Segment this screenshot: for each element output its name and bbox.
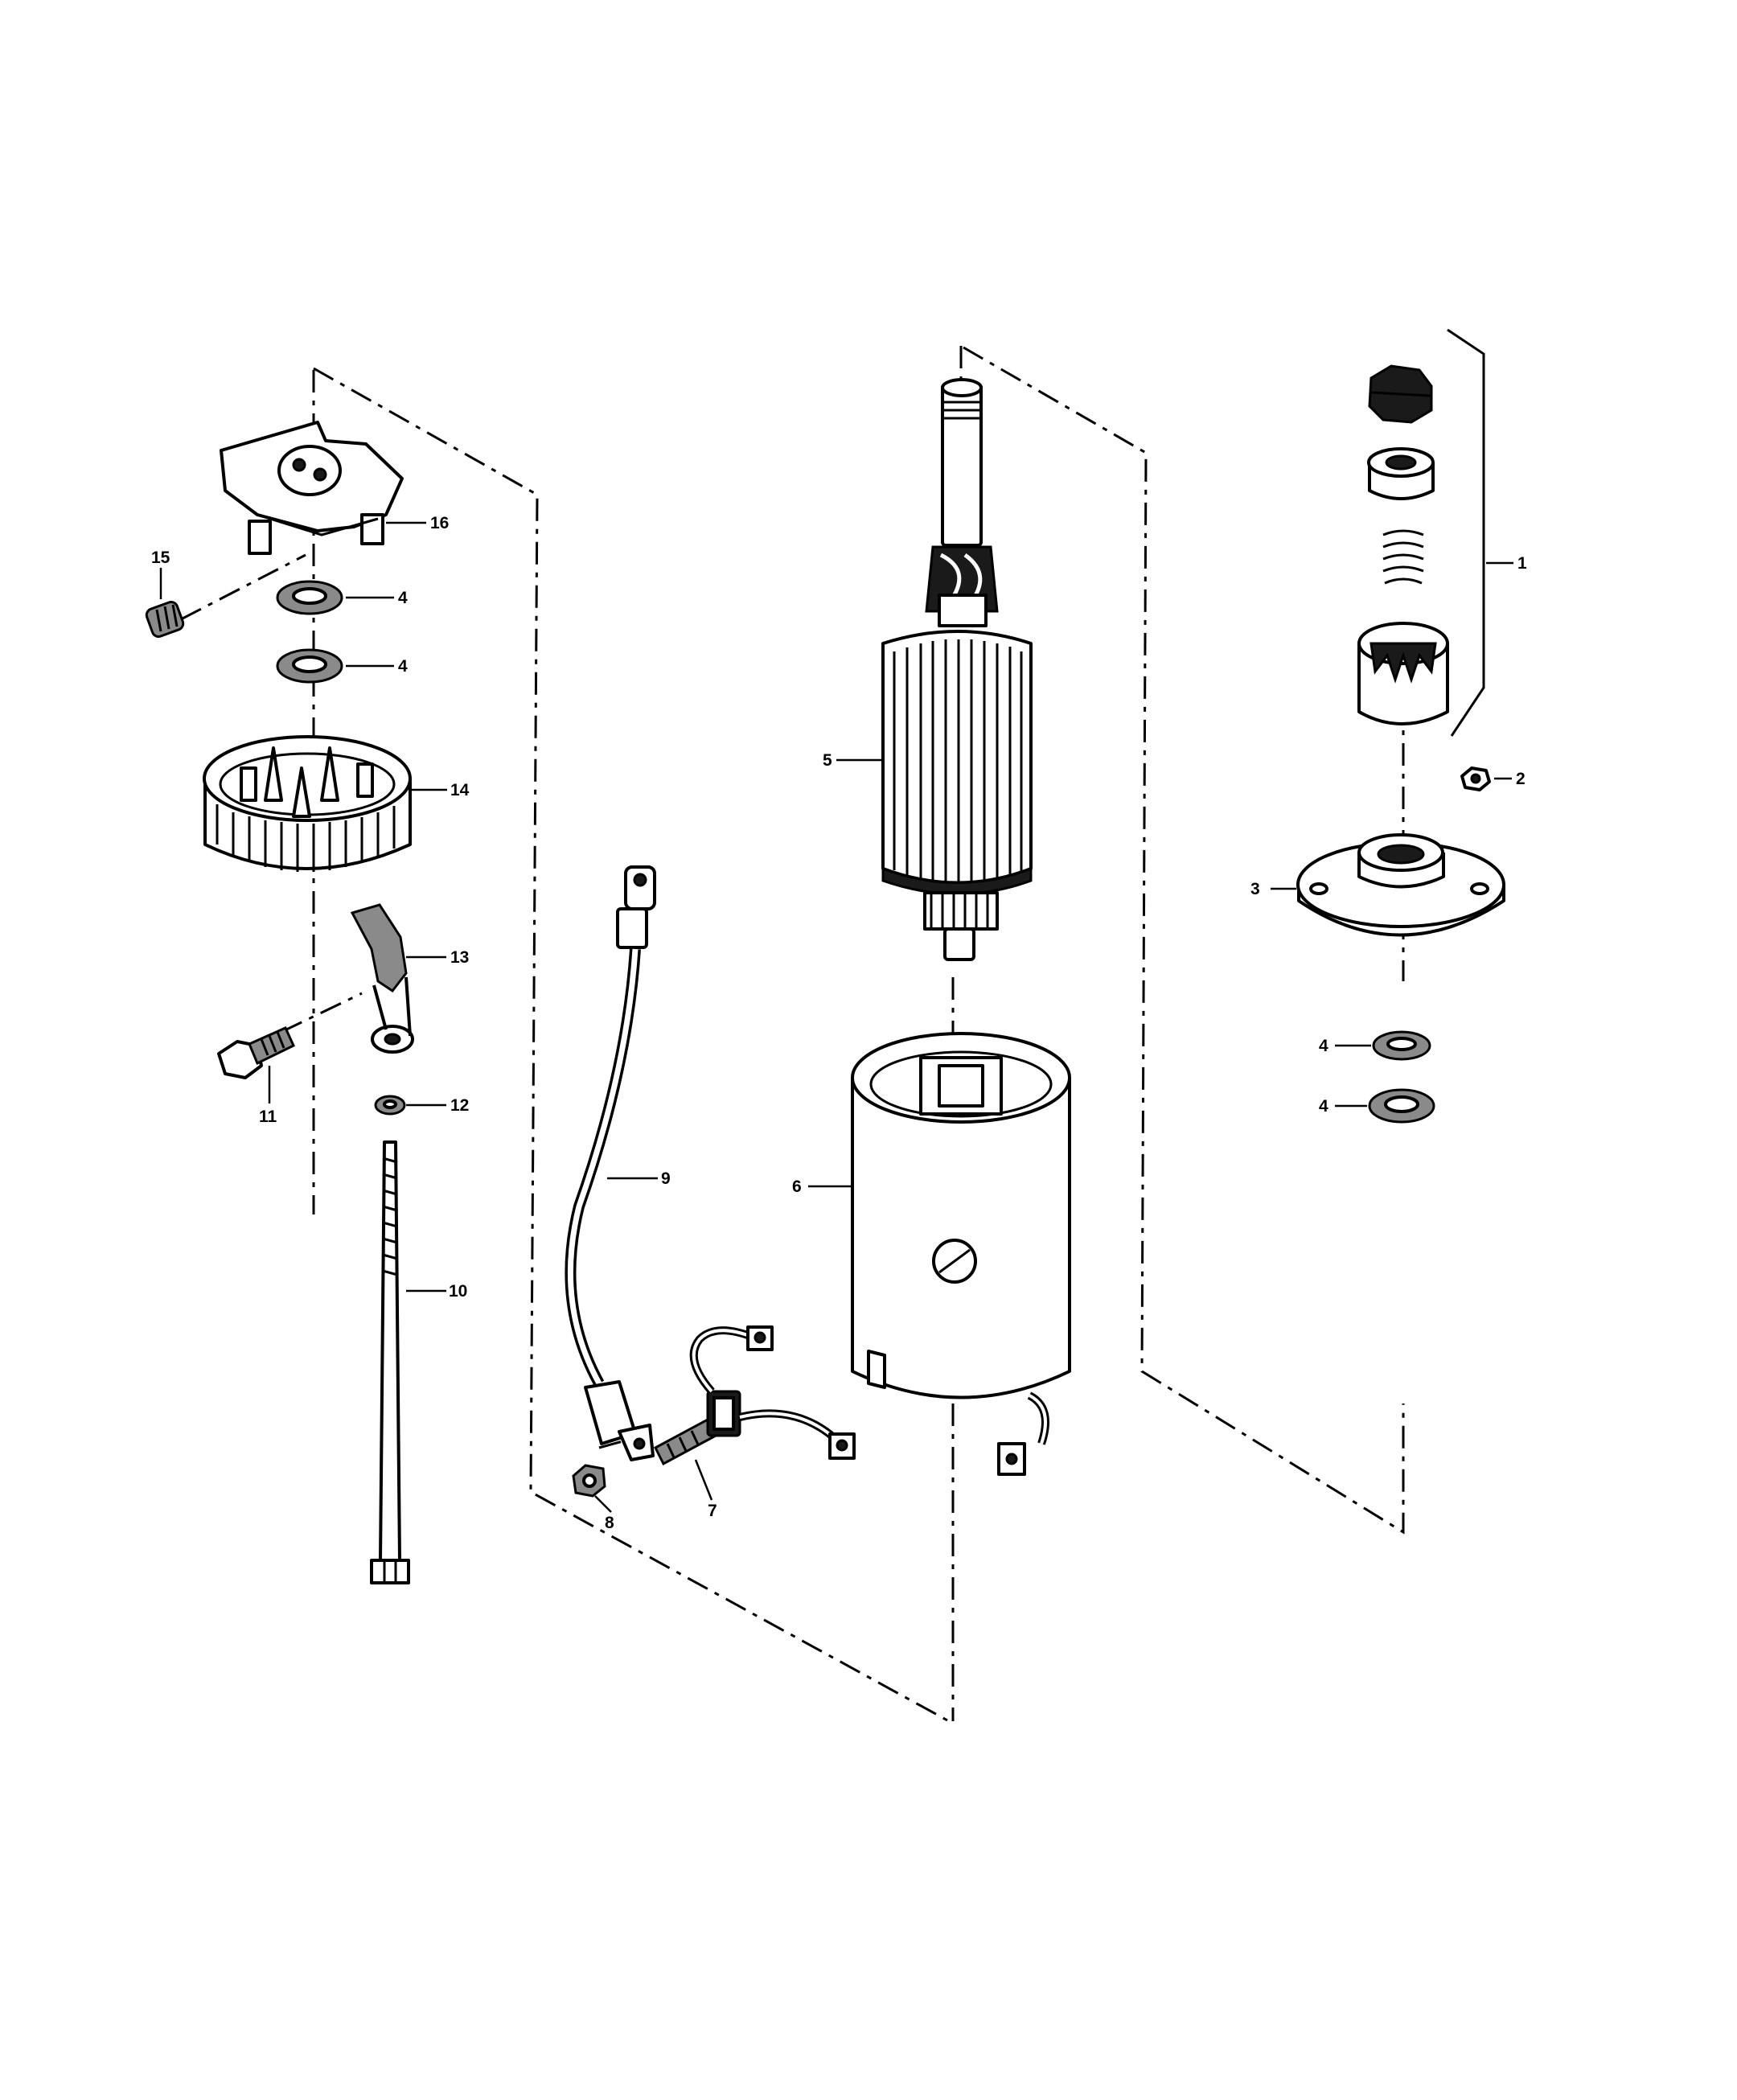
callout-8: 8: [605, 1514, 614, 1532]
part-drive-end-head: [1296, 833, 1505, 937]
part-end-head: [203, 735, 412, 872]
callout-4: 4: [398, 657, 408, 676]
part-bolt: [217, 1026, 295, 1079]
callout-4: 4: [1319, 1037, 1328, 1055]
part-armature: [881, 378, 1033, 961]
part-washer-right-upper: [1372, 1030, 1431, 1061]
part-washer-right-lower: [1368, 1088, 1435, 1124]
callout-2: 2: [1516, 770, 1526, 788]
callout-3: 3: [1250, 880, 1260, 898]
callout-9: 9: [661, 1169, 671, 1188]
callout-7: 7: [708, 1502, 717, 1520]
callout-4: 4: [398, 589, 408, 607]
nut-8-line: [598, 1434, 644, 1449]
callout-14: 14: [450, 781, 470, 799]
callout-12: 12: [450, 1096, 469, 1115]
drive-bracket: [1447, 328, 1485, 737]
left-assembly-outline: [313, 367, 950, 1723]
part-washer-left-lower: [276, 648, 343, 684]
part-nut: [572, 1464, 606, 1498]
callout-labels: 1 2 3 4 4 4 4 5 6 7 8 9 10 11 12 13 14 1…: [151, 514, 1527, 1532]
part-through-bolt: [370, 1140, 410, 1584]
bolt-11-line: [281, 992, 363, 1034]
callout-5: 5: [823, 751, 832, 770]
callout-13: 13: [450, 948, 469, 967]
part-drive-assembly: [1357, 364, 1449, 725]
part-field-frame: [851, 1032, 1071, 1476]
callout-11: 11: [259, 1108, 277, 1126]
part-set-screw: [145, 600, 185, 639]
callout-10: 10: [449, 1282, 467, 1301]
leader-lines: [159, 521, 1513, 1513]
part-hex-nut: [1460, 766, 1491, 791]
part-brush-set: [654, 1325, 856, 1466]
callout-4: 4: [1319, 1097, 1328, 1116]
callout-15: 15: [151, 549, 170, 567]
callout-6: 6: [792, 1177, 802, 1196]
callout-1: 1: [1517, 554, 1527, 573]
part-brush-lead: [350, 903, 414, 1054]
part-terminal-lead: [565, 865, 656, 1461]
part-lock-washer: [374, 1095, 406, 1116]
center-assembly-outline: [963, 346, 1405, 1535]
callout-16: 16: [430, 514, 449, 532]
part-washer-left-upper: [276, 580, 343, 615]
part-brush-plate: [220, 421, 404, 555]
